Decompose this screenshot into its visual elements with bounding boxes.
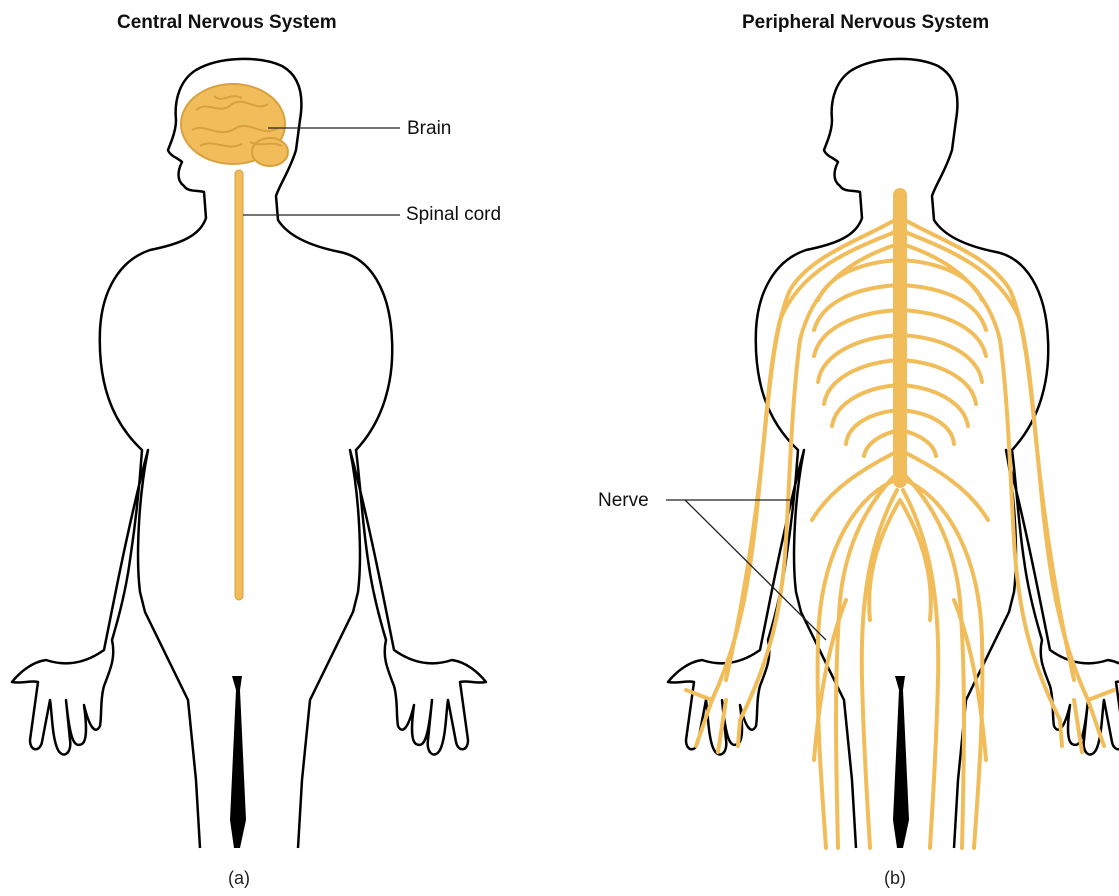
nerve-label: Nerve xyxy=(598,490,649,512)
spinal-cord-label: Spinal cord xyxy=(406,204,501,226)
brain xyxy=(181,84,288,166)
groin-b xyxy=(893,676,909,848)
panel-b-caption: (b) xyxy=(884,868,906,889)
groin-a xyxy=(230,676,246,848)
brain-label: Brain xyxy=(407,118,451,140)
panel-a-caption: (a) xyxy=(228,868,250,889)
body-outline-a xyxy=(12,59,486,848)
spinal-cord xyxy=(235,170,243,600)
